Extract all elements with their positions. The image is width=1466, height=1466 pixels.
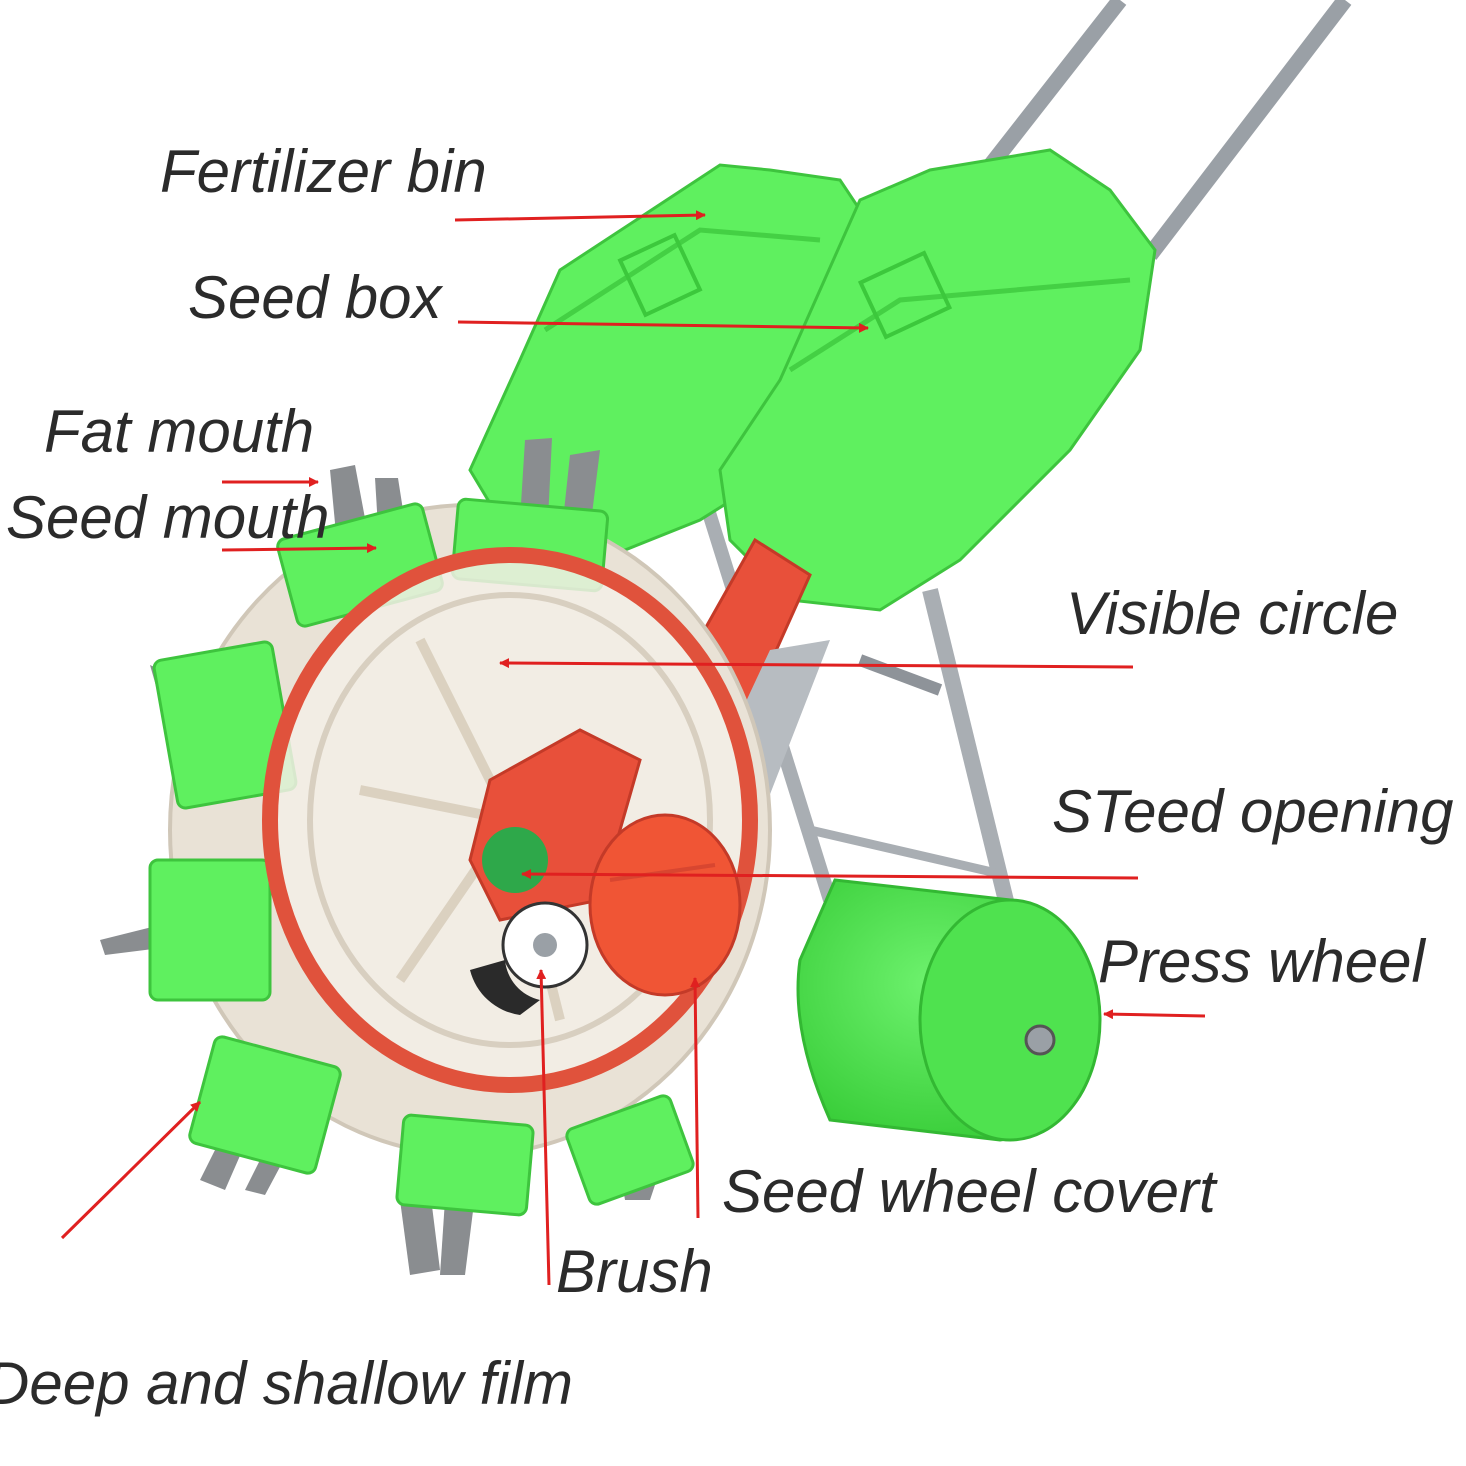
tine-mounts (148, 497, 695, 1217)
label-seed-box: Seed box (188, 264, 444, 331)
arrow-fertilizer-bin (454, 210, 706, 222)
arrow-seed-wheel-covert (690, 977, 701, 1219)
arrow-visible-circle (499, 658, 1134, 669)
arrow-seed-box (457, 320, 869, 333)
seed-wheel-cover (588, 813, 742, 997)
label-visible-circle: Visible circle (1066, 580, 1398, 647)
label-brush: Brush (556, 1238, 713, 1305)
annotation-arrows (60, 210, 1206, 1286)
seed-box (718, 148, 1157, 612)
seeder-machine-illustration (100, 0, 1352, 1275)
arrow-seed-mouth (221, 543, 377, 554)
label-steed-opening: STeed opening (1052, 778, 1453, 845)
labels: Fertilizer bin Seed box Fat mouth Seed m… (0, 138, 1453, 1417)
label-deep-and-shallow-film: Deep and shallow film (0, 1350, 573, 1417)
label-seed-wheel-covert: Seed wheel covert (722, 1158, 1218, 1225)
label-fertilizer-bin: Fertilizer bin (160, 138, 487, 205)
arrow-deep-shallow-film (60, 1100, 202, 1240)
arrow-steed-opening (521, 869, 1139, 880)
label-fat-mouth: Fat mouth (44, 398, 314, 465)
label-seed-mouth: Seed mouth (6, 484, 330, 551)
label-press-wheel: Press wheel (1098, 928, 1426, 995)
arrow-brush (536, 969, 551, 1286)
arrow-press-wheel (1103, 1009, 1206, 1020)
press-wheel-roller (796, 878, 1102, 1142)
